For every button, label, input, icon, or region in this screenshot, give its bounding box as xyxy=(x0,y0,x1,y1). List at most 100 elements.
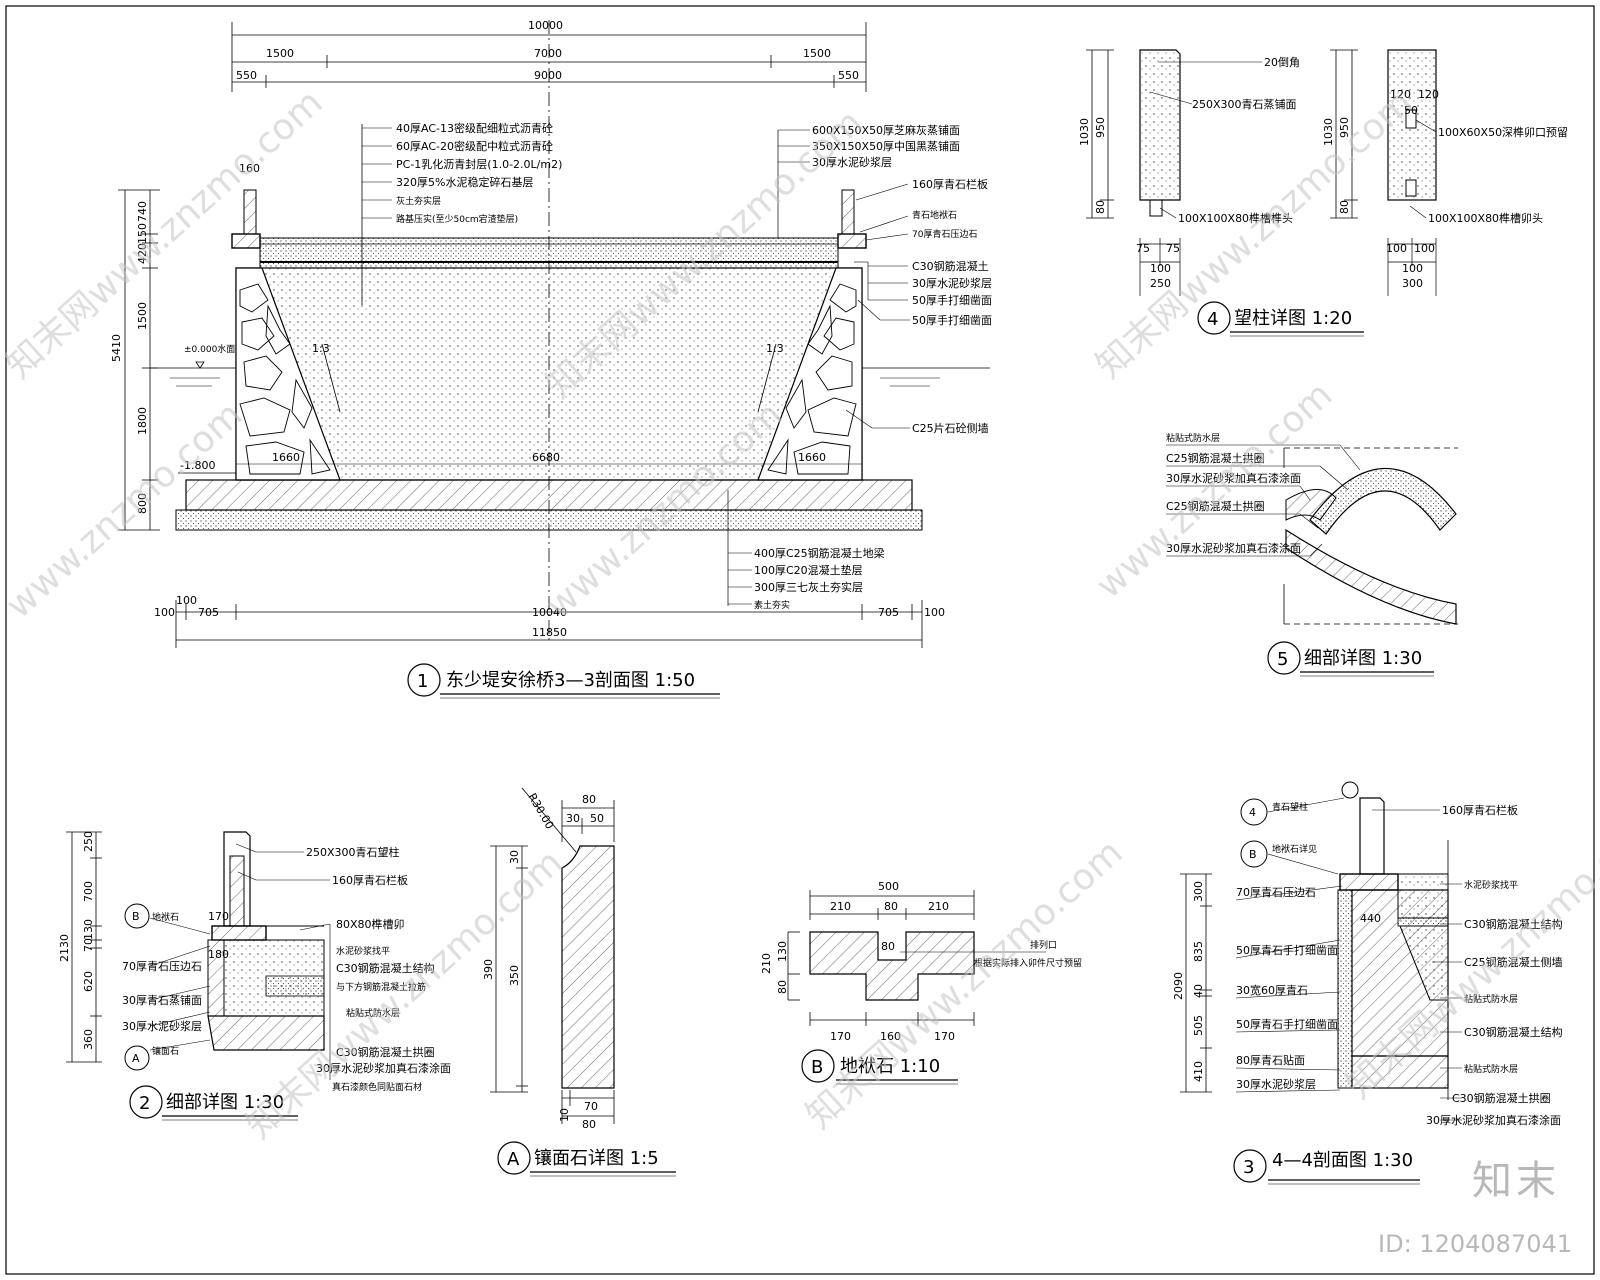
sB-dim-2: 80 xyxy=(884,900,898,913)
s5-label-1: C25钢筋混凝土拱圈 xyxy=(1166,451,1265,465)
sB-dim-8: 170 xyxy=(830,1030,851,1043)
s1-dim-left-2: 150 xyxy=(136,223,149,244)
s2-label-11: 镶面石 xyxy=(152,1045,179,1057)
s3-dim-2: 835 xyxy=(1192,941,1205,962)
s1-right-label-8: 50厚手打细凿面 xyxy=(912,293,992,307)
s4-dim-6: 250 xyxy=(1150,277,1171,290)
s1-right-label-6: C30钢筋混凝土 xyxy=(912,259,989,273)
s2-label-7: 与下方钢筋混凝土拉筋 xyxy=(336,981,426,993)
brand-watermark: 知末 xyxy=(1472,1158,1560,1204)
section-2-detail: 2130 250 700 130 70 620 360 170 180 B A xyxy=(58,831,451,1121)
s1-right-label-9: 50厚手打细凿面 xyxy=(912,313,992,327)
s4-title-number: 4 xyxy=(1207,309,1218,330)
s1-inner-1660-left: 1660 xyxy=(272,451,300,464)
s1-right-label-2: 30厚水泥砂浆层 xyxy=(812,155,892,169)
sB-dim-6: 80 xyxy=(776,980,789,994)
s1-top-dimensions xyxy=(231,20,867,640)
s2-dim-5: 620 xyxy=(82,971,95,992)
s3-title: 4—4剖面图 1:30 xyxy=(1272,1150,1413,1171)
s3-label-right-8: 30厚水泥砂浆加真石漆涂面 xyxy=(1426,1113,1561,1127)
s2-label-4: 70厚青石压边石 xyxy=(122,960,202,973)
sA-dim-2: 30 xyxy=(566,812,580,825)
s2-label-6: C30钢筋混凝土结构 xyxy=(336,961,435,975)
s1-road-layer-1: 60厚AC-20密级配中粒式沥青砼 xyxy=(396,139,553,153)
s1-dim-bottom-0: 100 xyxy=(154,606,175,619)
s1-title-number: 1 xyxy=(417,671,428,692)
image-id-watermark: ID: 1204087041 xyxy=(1378,1230,1572,1258)
s4-dim-13: 100 xyxy=(1386,242,1407,255)
sA-dim-3: 50 xyxy=(590,812,604,825)
s1-title: 东少堤安徐桥3—3剖面图 1:50 xyxy=(446,670,695,691)
watermark-text: 知末网www.znzmo.com xyxy=(1089,82,1421,387)
s1-bottom-dimensions xyxy=(175,600,923,648)
s2-title: 细部详图 1:30 xyxy=(166,1092,284,1113)
sB-dim-7: 80 xyxy=(881,940,895,953)
s5-arch-ring xyxy=(1309,467,1457,535)
s1-right-label-7: 30厚水泥砂浆层 xyxy=(912,276,992,290)
s1-right-label-0: 600X150X50厚芝麻灰蒸铺面 xyxy=(812,123,960,137)
s3-label-left-5: 50厚青石手打细凿面 xyxy=(1236,1017,1338,1031)
s5-title: 细部详图 1:30 xyxy=(1304,648,1422,669)
sA-dim-6: 350 xyxy=(508,965,521,986)
s2-label-2: 地袱石 xyxy=(152,911,179,923)
s3-curb xyxy=(1339,873,1399,891)
s2-title-number: 2 xyxy=(139,1093,150,1114)
sA-dim-8: 70 xyxy=(584,1100,598,1113)
s4-dim-12: 50 xyxy=(1404,104,1418,117)
s3-label-left-3: 50厚青石手打细凿面 xyxy=(1236,943,1338,957)
s2-marker-a: A xyxy=(132,1052,140,1065)
s1-left-dimensions xyxy=(118,189,160,531)
s1-elev-bottom: -1.800 xyxy=(180,459,215,472)
s3-title-number: 3 xyxy=(1243,1157,1254,1178)
s3-dim-5: 410 xyxy=(1192,1061,1205,1082)
sA-dim-7: 10 xyxy=(558,1108,571,1122)
s3-marker-b: B xyxy=(1249,848,1257,861)
s3-label-left-0: 青石望柱 xyxy=(1272,801,1308,813)
s4-label-0: 20倒角 xyxy=(1264,56,1300,69)
s5-label-0: 粘贴式防水层 xyxy=(1166,432,1220,444)
s2-label-12: C30钢筋混凝土拱圈 xyxy=(336,1045,435,1059)
s2-label-14: 真石漆颜色同贴面石材 xyxy=(332,1081,422,1093)
sA-dim-9: 80 xyxy=(582,1118,596,1131)
sB-dim-0: 500 xyxy=(878,880,899,893)
s1-right-label-5: 70厚青石压边石 xyxy=(912,228,977,240)
s1-right-label-3: 160厚青石栏板 xyxy=(912,177,988,191)
s2-dim-3: 130 xyxy=(82,919,95,940)
s5-label-4: 30厚水泥砂浆加真石漆涂面 xyxy=(1166,541,1301,555)
s1-bottom-label-1: 100厚C20混凝土垫层 xyxy=(754,563,863,577)
s4-title: 望柱详图 1:20 xyxy=(1234,308,1352,329)
s1-road-layer-2: PC-1乳化沥青封层(1.0-2.0L/m2) xyxy=(396,157,562,171)
s1-dim-top-6: 550 xyxy=(838,69,859,82)
section-3-4-4-section: 2090 300 835 40 505 410 440 4 B xyxy=(1172,781,1563,1185)
s5-label-3: C25钢筋混凝土拱圈 xyxy=(1166,499,1265,513)
s1-deck-pavement xyxy=(259,237,839,269)
s3-label-right-1: 水泥砂浆找平 xyxy=(1464,879,1518,891)
s2-dim-1: 250 xyxy=(82,831,95,852)
s4-dim-9: 80 xyxy=(1338,200,1351,214)
sB-title-number: B xyxy=(811,1057,823,1078)
s2-label-3: 80X80榫槽卯 xyxy=(336,917,405,931)
s2-rail xyxy=(229,855,245,927)
s1-dim-top-2: 7000 xyxy=(534,47,562,60)
s3-label-left-4: 30宽60厚青石 xyxy=(1236,983,1308,997)
s4-label-3: 100X60X50深榫卯口预留 xyxy=(1438,125,1568,139)
s2-curb xyxy=(211,925,267,941)
s1-dim-bottom-1: 100 xyxy=(176,594,197,607)
sA-dim-5: 30 xyxy=(508,850,521,864)
s5-arch-barrel xyxy=(1285,528,1457,625)
s4-label-1: 250X300青石蒸铺面 xyxy=(1192,98,1297,111)
s2-label-1: 160厚青石栏板 xyxy=(332,873,408,887)
sB-stone-profile xyxy=(809,931,975,1001)
s1-dim-top-3: 1500 xyxy=(803,47,831,60)
s1-post-width: 160 xyxy=(239,162,260,175)
s1-right-label-4: 青石地袱石 xyxy=(912,209,957,221)
sB-label-0: 排列口 xyxy=(1030,939,1057,951)
s1-road-layer-5: 路基压实(至少50cm宕渣垫层) xyxy=(396,213,518,225)
s5-label-2: 30厚水泥砂浆加真石漆涂面 xyxy=(1166,471,1301,485)
s1-dim-left-0: 5410 xyxy=(110,334,123,362)
s3-dim-1: 300 xyxy=(1192,881,1205,902)
s1-dim-bottom-5: 100 xyxy=(924,606,945,619)
s1-left-curb xyxy=(231,233,261,249)
s1-dim-bottom-6: 11850 xyxy=(532,626,567,639)
